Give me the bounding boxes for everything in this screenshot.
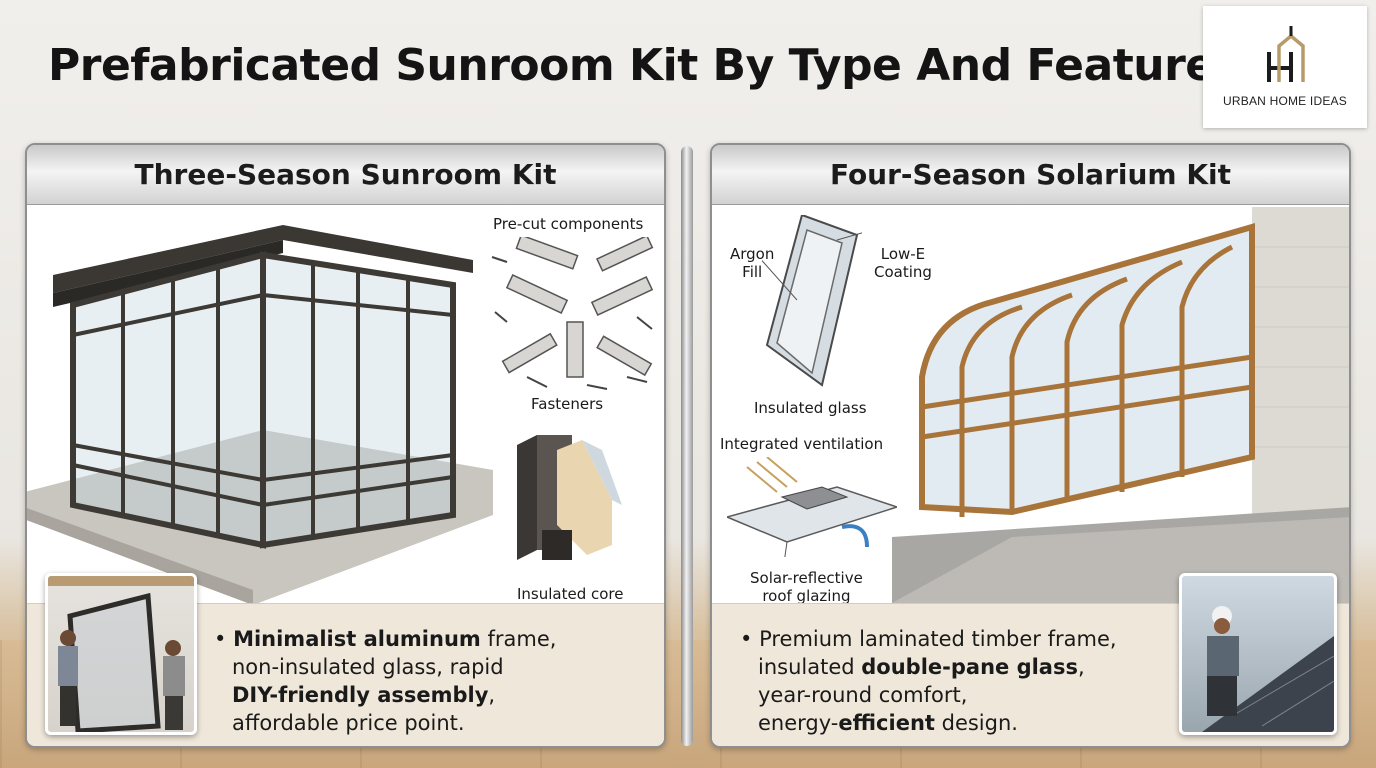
desc-bold-efficient: efficient — [838, 711, 935, 735]
insulated-core-cross-section — [517, 435, 622, 560]
label-line: Argon — [730, 245, 775, 263]
desc-bold-diy: DIY-friendly assembly — [232, 683, 489, 707]
precut-components-label: Pre-cut components — [493, 215, 644, 233]
three-season-description: • Minimalist aluminum frame, non-insulat… — [214, 627, 557, 735]
roof-installer-photo — [1179, 573, 1337, 735]
insulated-glass-diagram — [762, 215, 862, 387]
desc-line: year-round comfort, — [758, 683, 968, 707]
ventilation-diagram — [727, 457, 897, 557]
brand-name: URBAN HOME IDEAS — [1223, 94, 1347, 108]
aluminum-sunroom-illustration — [27, 225, 493, 605]
solar-reflective-label: Solar-reflective roof glazing — [750, 569, 863, 605]
page-title: Prefabricated Sunroom Kit By Type And Fe… — [48, 40, 1241, 91]
label-line: roof glazing — [762, 587, 851, 605]
label-line: Solar-reflective — [750, 569, 863, 587]
integrated-ventilation-label: Integrated ventilation — [720, 435, 884, 453]
desc-text: , — [1077, 655, 1085, 679]
argon-fill-label: Argon Fill — [730, 245, 774, 281]
desc-bold-double-pane: double-pane glass — [861, 655, 1078, 679]
four-season-description: • Premium laminated timber frame, insula… — [740, 627, 1117, 735]
desc-bold-aluminum: Minimalist aluminum — [233, 627, 481, 651]
insulated-glass-label: Insulated glass — [754, 399, 867, 417]
label-line: Coating — [874, 263, 932, 281]
uh-house-logo-icon — [1267, 26, 1305, 82]
label-line: Low-E — [880, 245, 926, 263]
brand-logo: URBAN HOME IDEAS — [1203, 6, 1367, 128]
desc-text: Premium laminated timber frame, — [759, 627, 1117, 651]
desc-line: non-insulated glass, rapid — [232, 655, 504, 679]
low-e-coating-label: Low-E Coating — [874, 245, 932, 281]
panel-heading: Four-Season Solarium Kit — [712, 145, 1349, 205]
timber-solarium-illustration — [892, 207, 1349, 603]
label-line: Fill — [742, 263, 763, 281]
desc-text: design. — [934, 711, 1018, 735]
desc-text: energy- — [758, 711, 839, 735]
diy-assembly-photo — [45, 573, 197, 735]
desc-text: , — [488, 683, 496, 707]
fasteners-label: Fasteners — [531, 395, 604, 413]
insulated-core-label: Insulated core — [517, 585, 624, 603]
panel-heading: Three-Season Sunroom Kit — [27, 145, 664, 205]
four-season-panel: Four-Season Solarium Kit Argon Fill Low-… — [710, 143, 1351, 748]
metal-divider-post — [681, 146, 693, 746]
three-season-panel: Three-Season Sunroom Kit Pre-cut compone… — [25, 143, 666, 748]
desc-text: frame, — [480, 627, 557, 651]
desc-text: insulated — [758, 655, 862, 679]
desc-line: affordable price point. — [232, 711, 465, 735]
precut-components-diagram — [491, 237, 654, 390]
